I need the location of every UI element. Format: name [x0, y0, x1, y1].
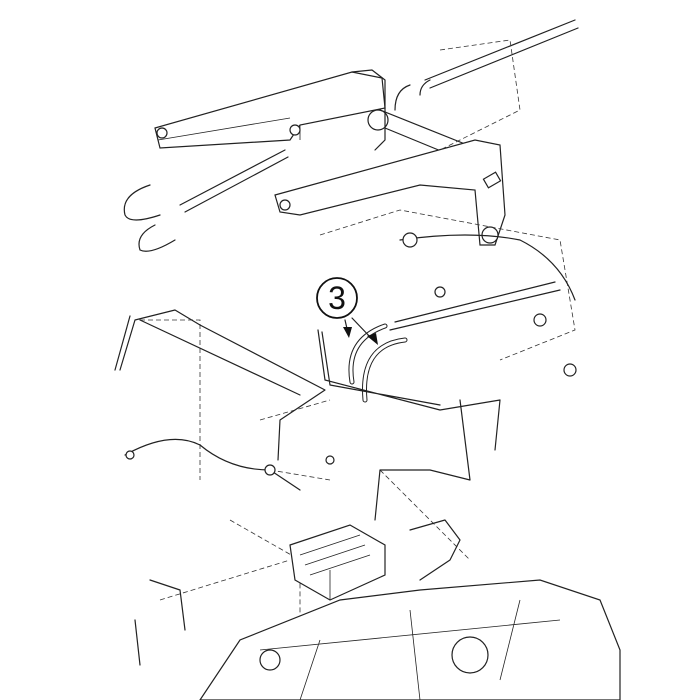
- callout-circle: [316, 277, 358, 319]
- right-hoses-and-fittings: [389, 232, 577, 377]
- top-hoses: [394, 79, 431, 111]
- control-valve: [289, 524, 386, 601]
- top-cylinder: [424, 19, 579, 89]
- center-tubes: [317, 329, 501, 521]
- u-shaped-hoses: [123, 184, 176, 252]
- left-loader-arm: [154, 69, 389, 151]
- left-tubes: [114, 309, 326, 491]
- callout-arrows: [343, 317, 378, 345]
- tube-fittings: [125, 450, 335, 476]
- lower-tubes: [134, 519, 461, 666]
- callout-label: 3: [328, 280, 346, 316]
- left-cylinder: [179, 149, 289, 213]
- right-loader-arm: [274, 139, 506, 246]
- hose-part-3: [348, 323, 408, 403]
- machine-frame: [199, 579, 621, 700]
